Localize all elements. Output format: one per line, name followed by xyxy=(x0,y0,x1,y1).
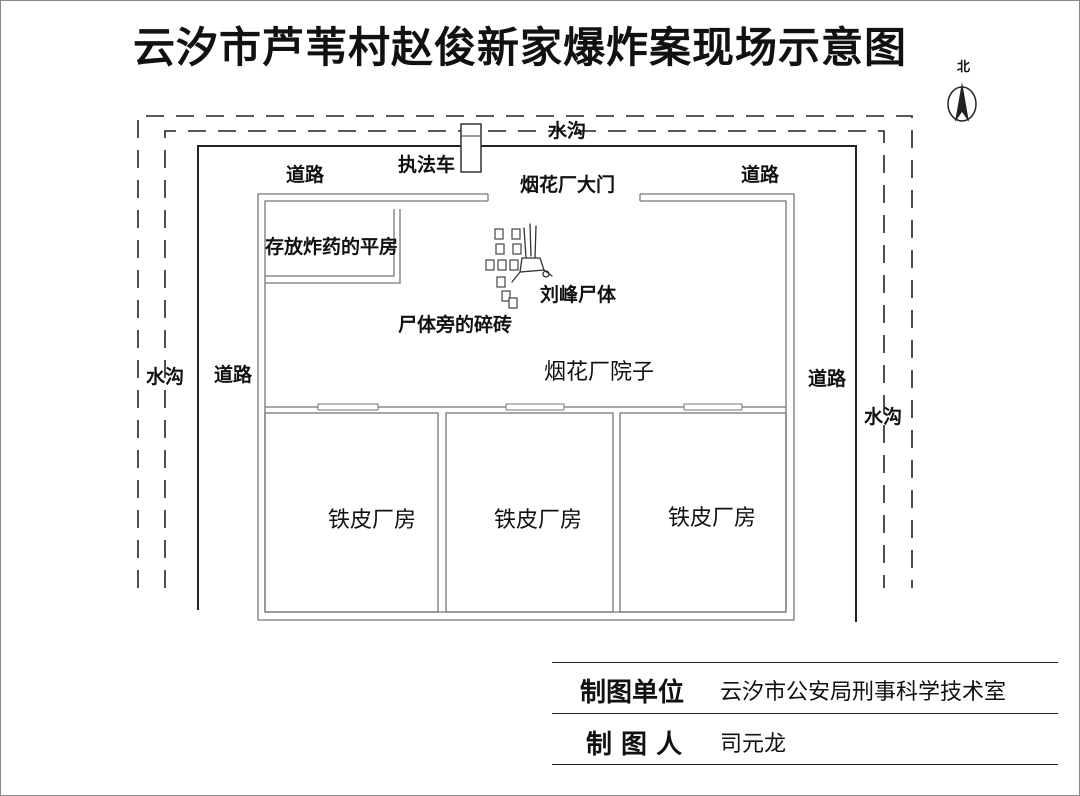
table-row-author: 制 图 人 司元龙 xyxy=(552,714,1058,766)
road-top-right-label: 道路 xyxy=(741,164,780,186)
table-rule-bottom xyxy=(552,764,1058,765)
brick xyxy=(501,290,511,302)
north-label: 北 xyxy=(957,60,971,75)
shed-1-outline xyxy=(264,412,439,613)
diagram-title: 云汐市芦苇村赵俊新家爆炸案现场示意图 xyxy=(132,23,907,72)
brick xyxy=(511,228,521,240)
shed-1-door xyxy=(317,403,379,411)
corpse-legs xyxy=(523,223,537,259)
brick xyxy=(512,243,522,255)
debris-label: 尸体旁的碎砖 xyxy=(398,314,513,336)
shed-3-outline xyxy=(619,412,787,613)
table-row-unit: 制图单位 云汐市公安局刑事科学技术室 xyxy=(552,662,1058,714)
corpse-head xyxy=(542,270,550,278)
table-rule-top xyxy=(552,662,1058,663)
shed-2-door xyxy=(505,403,565,411)
brick xyxy=(497,259,507,271)
yard-label: 烟花厂院子 xyxy=(544,360,655,385)
unit-value: 云汐市公安局刑事科学技术室 xyxy=(720,680,1007,705)
shed-doors xyxy=(317,403,743,411)
table-rule-middle xyxy=(552,713,1058,714)
north-arrow-icon xyxy=(947,82,977,122)
road-boundary xyxy=(197,145,857,622)
corpse-torso xyxy=(519,257,545,273)
unit-key: 制图单位 xyxy=(580,678,685,708)
shed-3-door xyxy=(683,403,743,411)
brick xyxy=(494,228,504,240)
ditch-right-label: 水沟 xyxy=(864,406,903,428)
author-value: 司元龙 xyxy=(720,732,787,757)
storage-room-wall xyxy=(265,209,401,284)
info-table: 制图单位 云汐市公安局刑事科学技术室 制 图 人 司元龙 xyxy=(552,662,1058,766)
road-top-left-label: 道路 xyxy=(286,164,325,186)
corpse-figure-icon xyxy=(511,223,553,283)
brick xyxy=(485,259,495,271)
storage-room-wall-inner xyxy=(265,209,395,277)
corpse-label: 刘峰尸体 xyxy=(540,284,617,306)
road-right-label: 道路 xyxy=(808,368,847,390)
shed-3-label: 铁皮厂房 xyxy=(668,506,757,531)
brick xyxy=(495,243,505,255)
ditch-left-label: 水沟 xyxy=(146,366,185,388)
vehicle-label: 执法车 xyxy=(398,154,456,176)
ditch-outer-line xyxy=(137,115,913,588)
shed-1-label: 铁皮厂房 xyxy=(328,508,417,533)
vehicle-icon xyxy=(460,123,482,173)
shed-2-label: 铁皮厂房 xyxy=(494,508,583,533)
factory-gate-label: 烟花厂大门 xyxy=(520,174,616,196)
ditch-inner-line xyxy=(164,130,885,588)
brick-debris xyxy=(485,228,522,309)
brick xyxy=(508,297,518,309)
shed-2-outline xyxy=(445,412,614,613)
brick xyxy=(496,276,506,288)
storage-room-label: 存放炸药的平房 xyxy=(265,236,399,258)
storage-room xyxy=(265,209,401,284)
ditch-top-label: 水沟 xyxy=(548,120,587,142)
factory-wall-outer xyxy=(257,193,795,621)
brick xyxy=(509,259,519,271)
water-ditch xyxy=(137,115,913,588)
road-left-label: 道路 xyxy=(214,364,253,386)
author-key: 制 图 人 xyxy=(586,730,683,760)
